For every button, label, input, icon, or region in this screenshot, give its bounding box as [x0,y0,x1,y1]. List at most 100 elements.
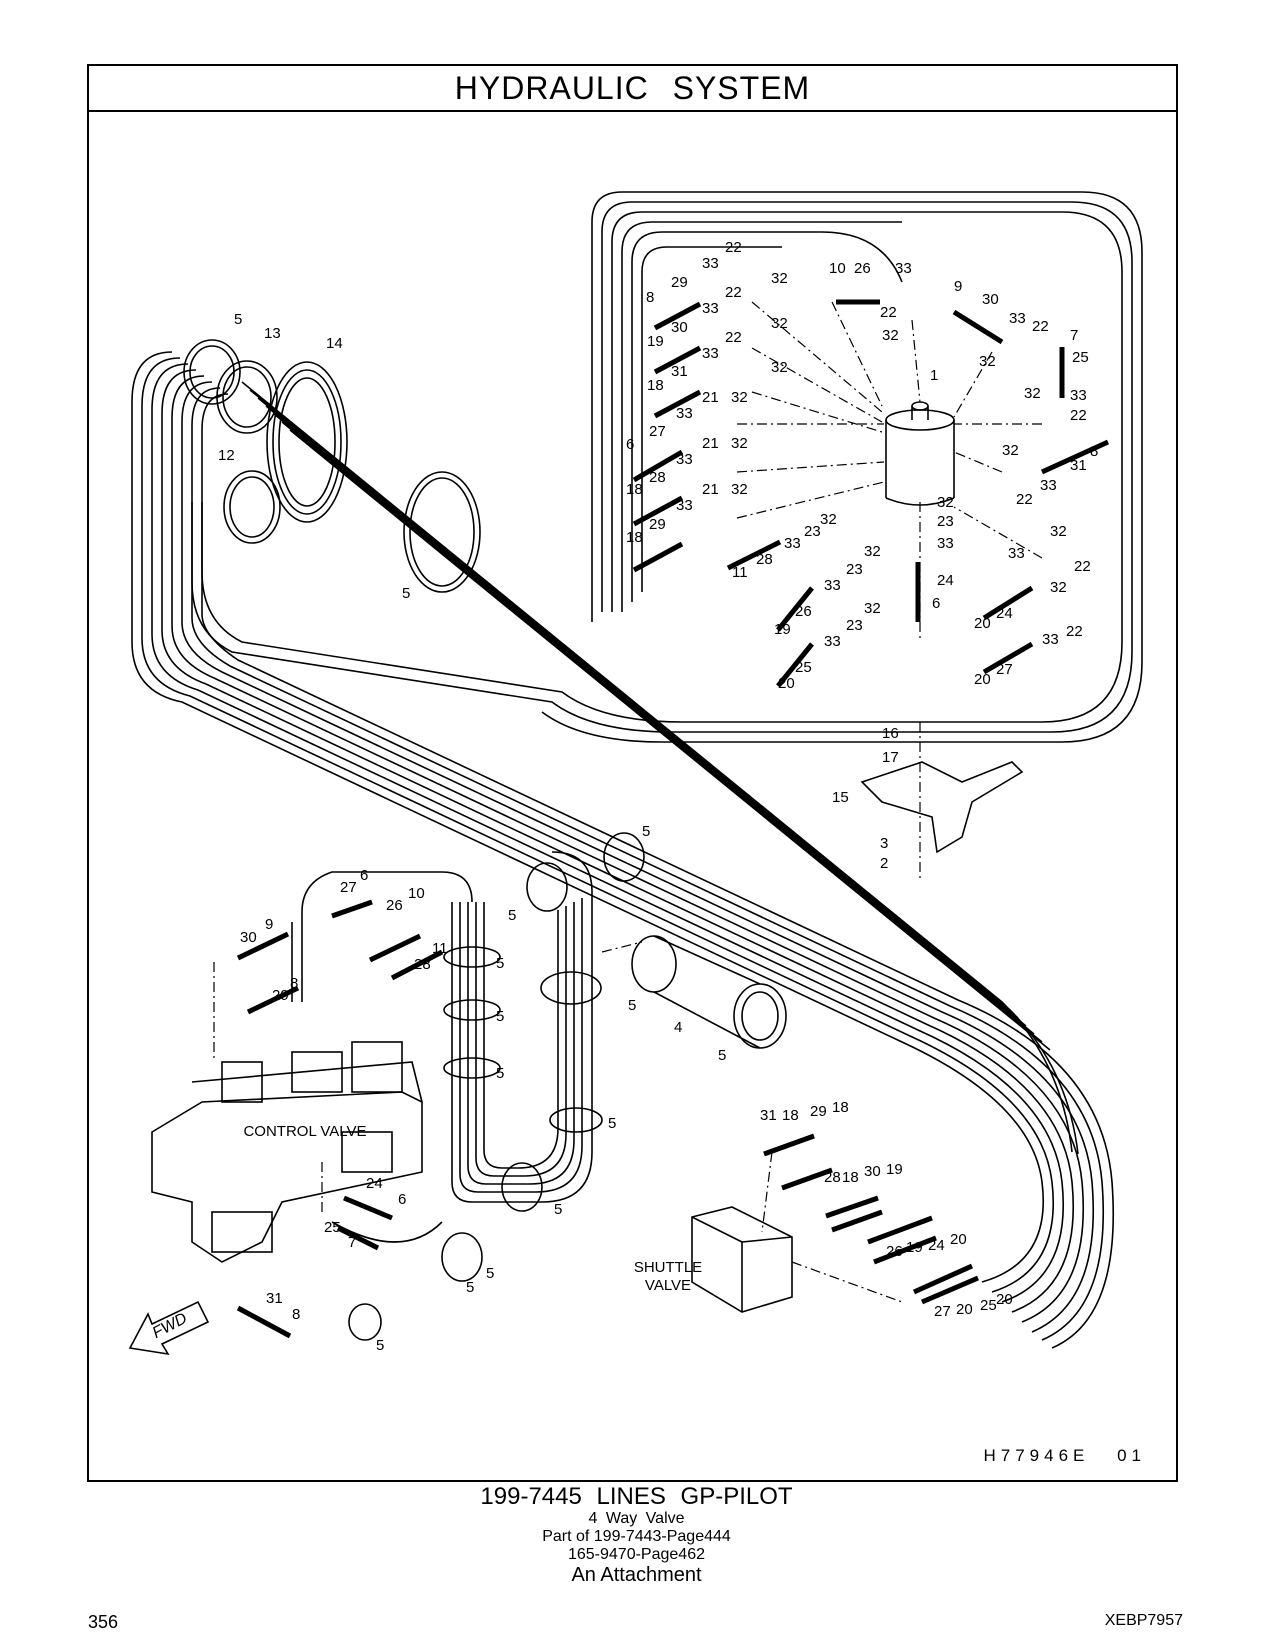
callout-5: 5 [376,1337,384,1354]
callout-6: 6 [398,1191,406,1208]
callout-30: 30 [240,929,257,946]
callout-6: 6 [360,867,368,884]
callout-19: 19 [647,333,664,350]
callout-32: 32 [1050,523,1067,540]
caption-line-3: Part of 199-7443-Page444 [542,1528,731,1545]
callout-5: 5 [234,311,242,328]
callout-18: 18 [842,1169,859,1186]
callout-22: 22 [1066,623,1083,640]
callout-31: 31 [760,1107,777,1124]
callout-22: 22 [725,284,742,301]
callout-32: 32 [864,600,881,617]
callout-23: 23 [846,617,863,634]
callout-8: 8 [646,289,654,306]
callout-32: 32 [771,270,788,287]
drawing-code: H77946E 01 [983,1446,1146,1465]
callout-33: 33 [895,260,912,277]
callout-27: 27 [934,1303,951,1320]
callout-32: 32 [882,327,899,344]
callout-32: 32 [731,389,748,406]
callout-18: 18 [647,377,664,394]
callout-19: 19 [906,1239,923,1256]
callout-21: 21 [702,389,719,406]
callout-2: 2 [880,855,888,872]
callout-21: 21 [702,481,719,498]
callout-5: 5 [628,997,636,1014]
callout-5: 5 [496,955,504,972]
callout-33: 33 [1042,631,1059,648]
callout-32: 32 [937,494,954,511]
callout-22: 22 [1032,318,1049,335]
callout-10: 10 [408,885,425,902]
callout-25: 25 [795,659,812,676]
callout-20: 20 [996,1291,1013,1308]
callout-32: 32 [1050,579,1067,596]
callout-14: 14 [326,335,343,352]
callout-28: 28 [756,551,773,568]
callout-6: 6 [626,436,634,453]
callout-32: 32 [1024,385,1041,402]
callout-3: 3 [880,835,888,852]
callout-28: 28 [824,1169,841,1186]
callout-16: 16 [882,725,899,742]
callout-18: 18 [626,481,643,498]
callout-23: 23 [804,523,821,540]
clamps [183,339,645,1341]
callout-32: 32 [979,353,996,370]
callout-26: 26 [795,603,812,620]
callout-30: 30 [671,319,688,336]
callout-33: 33 [1040,477,1057,494]
callout-33: 33 [702,345,719,362]
callout-9: 9 [954,278,962,295]
callout-33: 33 [676,497,693,514]
shuttle-valve-block [691,1206,793,1313]
callout-8: 8 [290,975,298,992]
callout-6: 6 [932,595,940,612]
page-title: HYDRAULIC SYSTEM [89,66,1176,112]
caption-line-4: 165-9470-Page462 [567,1546,705,1563]
callout-28: 28 [649,469,666,486]
callout-5: 5 [554,1201,562,1218]
callout-26: 26 [886,1243,903,1260]
callout-29: 29 [810,1103,827,1120]
callout-5: 5 [642,823,650,840]
leader-lines [213,301,1043,1303]
callout-29: 29 [272,987,289,1004]
callout-32: 32 [771,315,788,332]
callout-27: 27 [340,879,357,896]
callout-9: 9 [265,916,273,933]
callout-33: 33 [676,405,693,422]
callout-33: 33 [784,535,801,552]
control-valve-block [151,1041,423,1263]
callout-32: 32 [731,435,748,452]
callout-28: 28 [414,956,431,973]
shuttle-valve-label-line1: SHUTTLE [634,1259,702,1276]
callout-33: 33 [702,300,719,317]
fwd-arrow [128,1300,210,1356]
callout-26: 26 [386,897,403,914]
callout-5: 5 [718,1047,726,1064]
callout-23: 23 [937,513,954,530]
callout-1: 1 [930,367,938,384]
callout-33: 33 [937,535,954,552]
hydraulic-diagram: 5131412522333229822333230192233323118213… [128,191,1143,1356]
callout-24: 24 [996,605,1013,622]
callout-24: 24 [937,572,954,589]
callout-30: 30 [864,1163,881,1180]
callout-22: 22 [1074,558,1091,575]
callout-20: 20 [974,671,991,688]
callout-33: 33 [1070,387,1087,404]
callout-5: 5 [496,1008,504,1025]
diagram-frame: HYDRAULIC SYSTEM [87,64,1178,1482]
callout-11: 11 [432,940,448,957]
callout-33: 33 [676,451,693,468]
callout-15: 15 [832,789,849,806]
callout-32: 32 [820,511,837,528]
callout-4: 4 [674,1019,682,1036]
vertical-line-bundle [291,851,593,1243]
callout-18: 18 [626,529,643,546]
callout-5: 5 [486,1265,494,1282]
callout-32: 32 [771,359,788,376]
callout-33: 33 [1009,310,1026,327]
